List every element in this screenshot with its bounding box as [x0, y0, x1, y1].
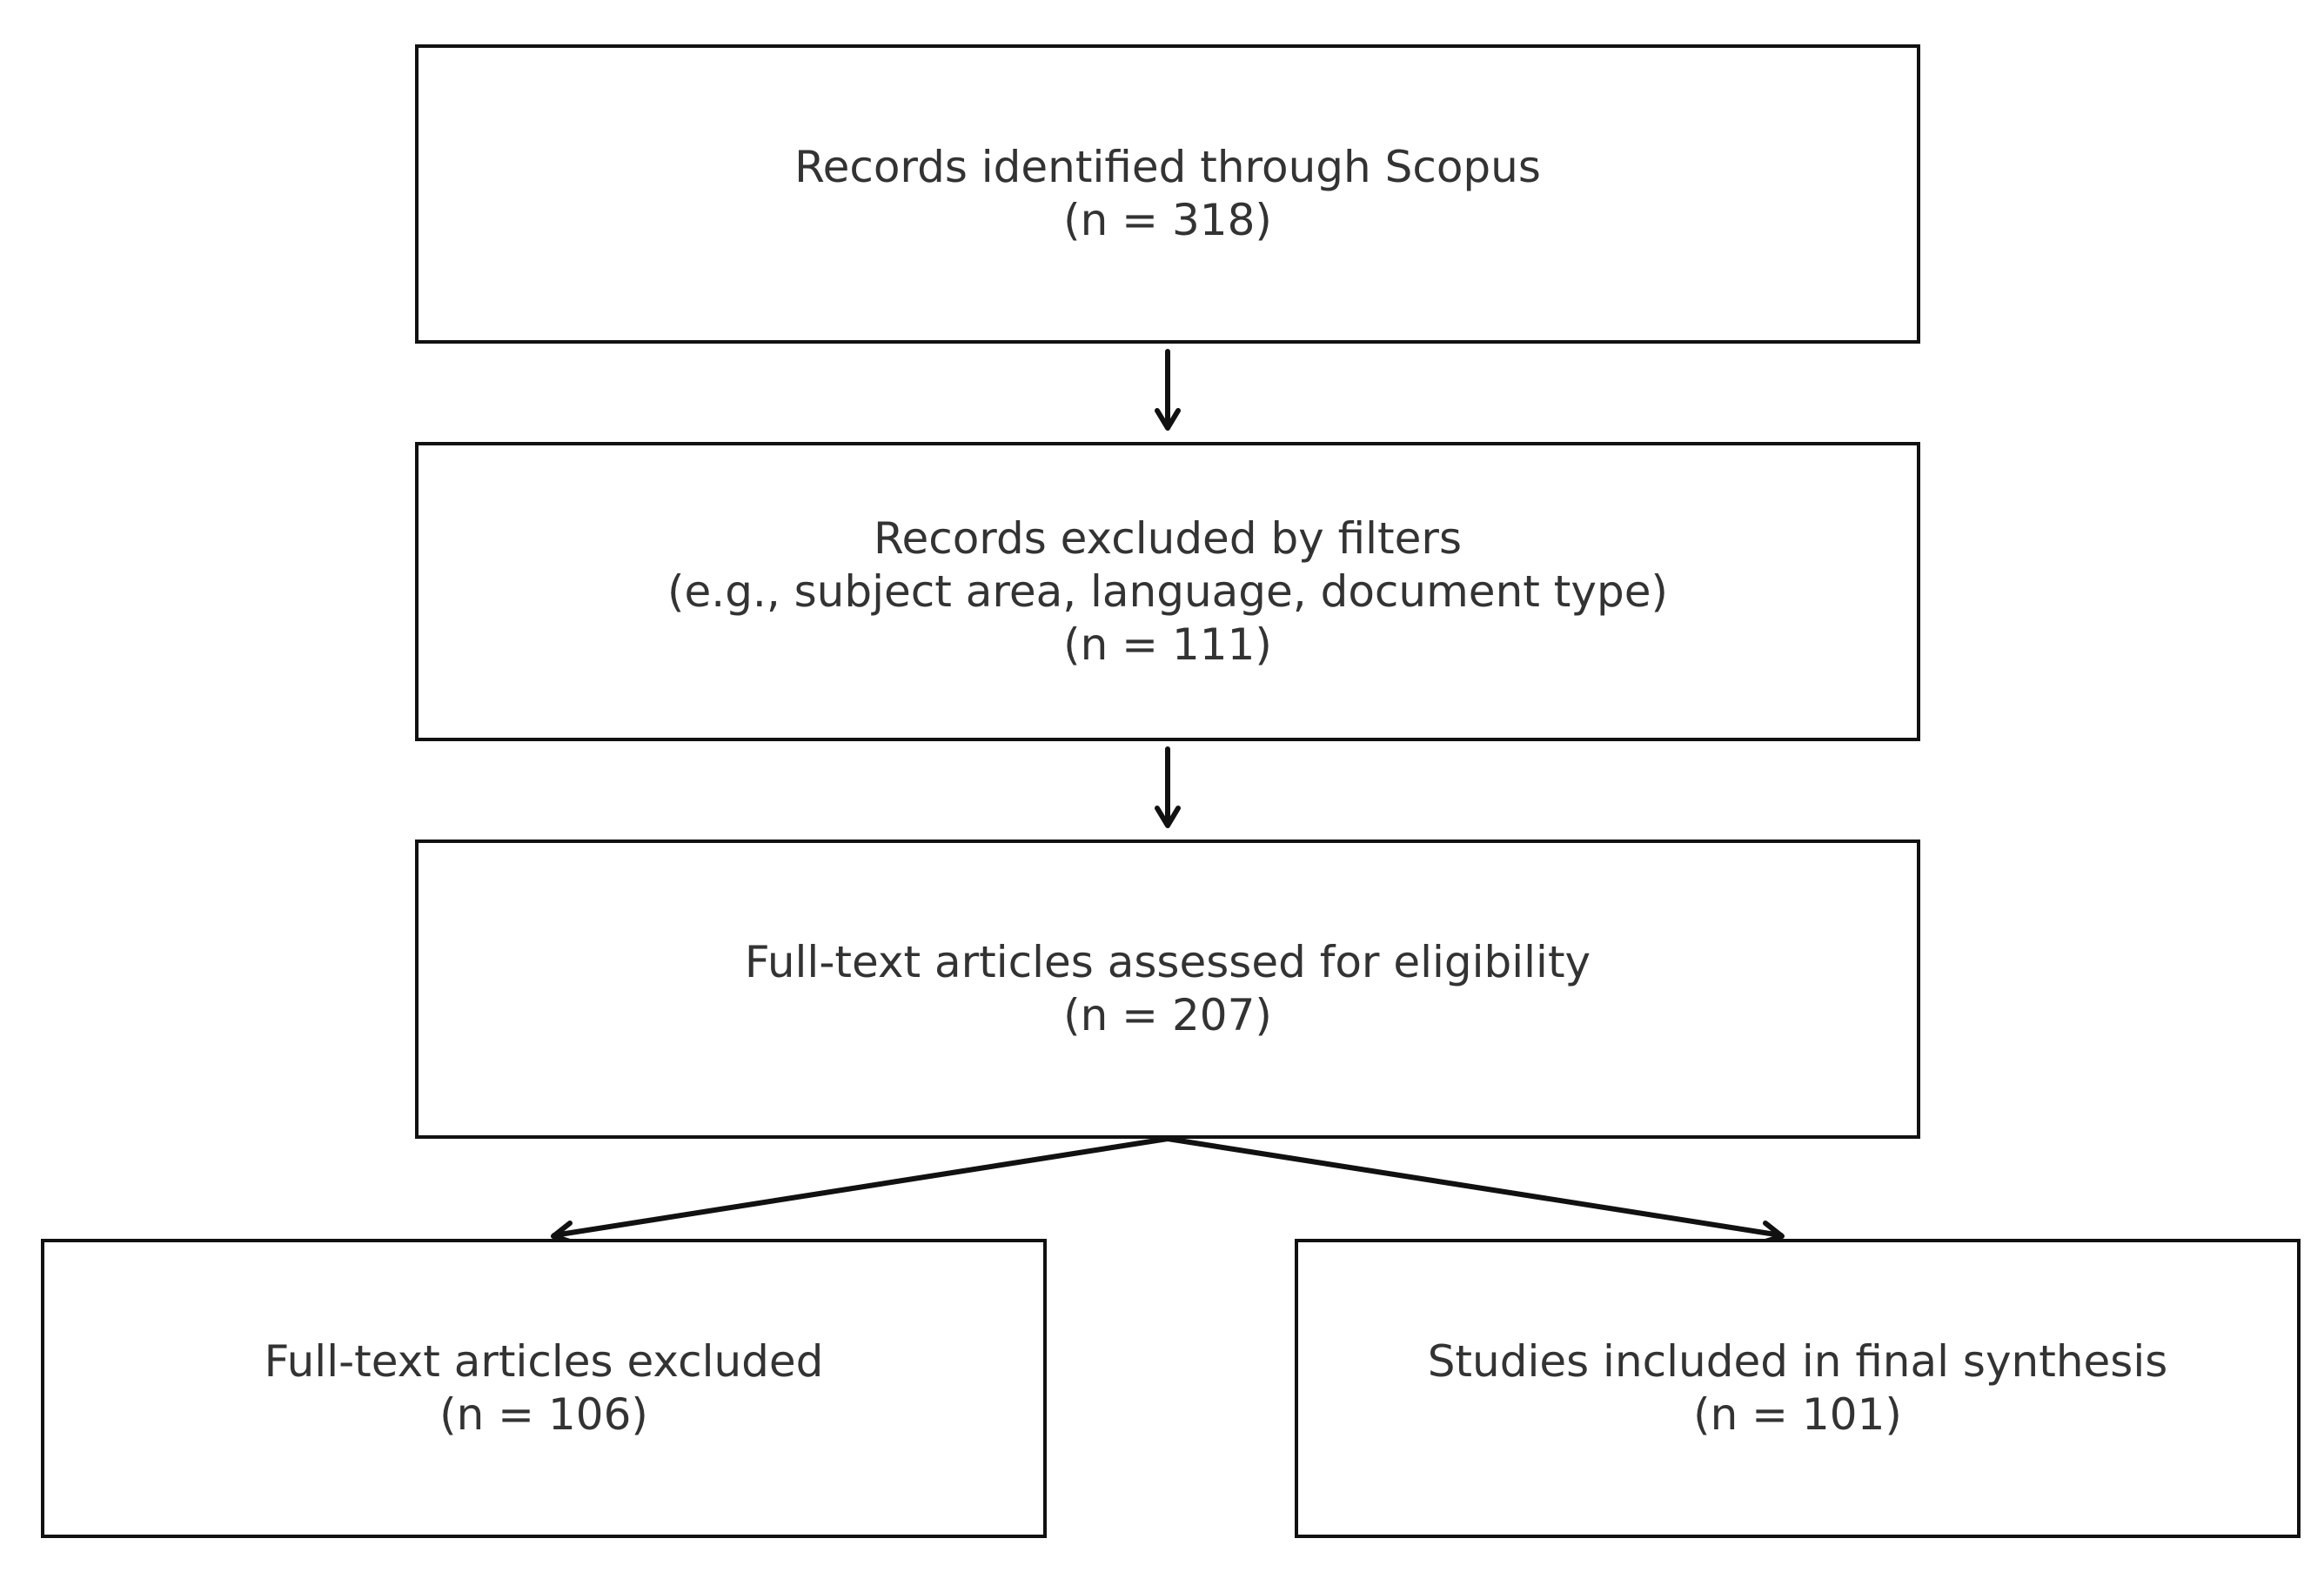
- box-filters-count: (n = 111): [1063, 619, 1272, 670]
- box-records-identified-line-1: Records identified through Scopus: [794, 142, 1541, 192]
- box-filters-line-2: (e.g., subject area, language, document …: [667, 565, 1668, 617]
- arrow-filtered-to-assessed: [1155, 746, 1181, 828]
- box-filters-line-1: Records excluded by filters: [873, 512, 1463, 564]
- box-excluded-count: (n = 106): [439, 1389, 648, 1440]
- arrow-assessed-to-included: [1165, 1136, 1785, 1245]
- box-included-line-1: Studies included in final synthesis: [1427, 1336, 2168, 1387]
- box-excluded-line-1: Full-text articles excluded: [264, 1336, 824, 1387]
- box-records-identified-count: (n = 318): [1063, 195, 1272, 245]
- box-assessed-count: (n = 207): [1063, 990, 1272, 1040]
- box-full-text-assessed: Full-text articles assessed for eligibil…: [415, 840, 1920, 1139]
- box-full-text-excluded: Full-text articles excluded (n = 106): [41, 1239, 1047, 1538]
- box-assessed-line-1: Full-text articles assessed for eligibil…: [744, 937, 1591, 987]
- arrow-identified-to-filtered: [1155, 349, 1181, 431]
- box-records-identified: Records identified through Scopus (n = 3…: [415, 44, 1920, 344]
- box-studies-included: Studies included in final synthesis (n =…: [1295, 1239, 2301, 1538]
- box-included-count: (n = 101): [1693, 1389, 1902, 1440]
- box-records-excluded-by-filters: Records excluded by filters (e.g., subje…: [415, 442, 1920, 741]
- arrow-assessed-to-excluded: [551, 1136, 1170, 1245]
